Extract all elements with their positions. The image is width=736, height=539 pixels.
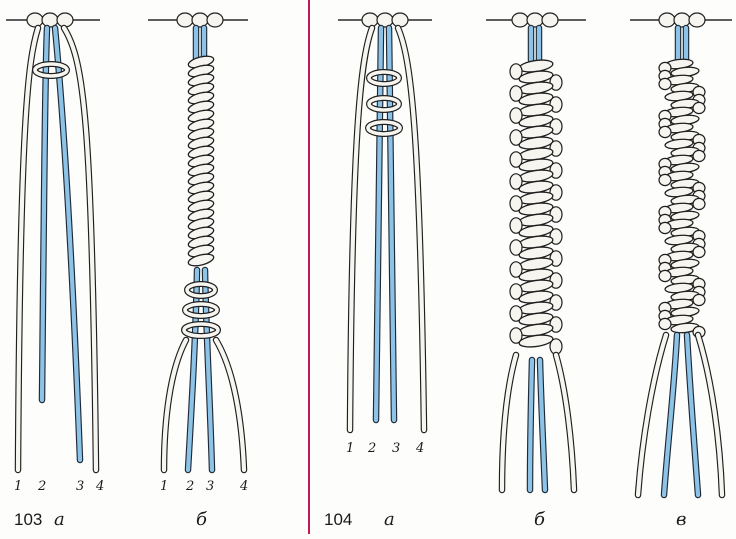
knot-segment [658, 218, 694, 235]
alternating-sinnet [658, 58, 706, 339]
knot-segment [658, 58, 694, 75]
knot-segment [509, 301, 554, 322]
figure-number-103: 103 [14, 510, 42, 529]
cord-number-4: 4 [95, 479, 104, 494]
cord-numbers: 1 2 3 4 [346, 441, 424, 456]
cord-number-2: 2 [367, 441, 376, 456]
knot-segment [658, 306, 700, 323]
knot-segment [509, 235, 554, 256]
knot-segment [658, 154, 694, 171]
panel-letter-b: б [196, 509, 208, 530]
knot-segment [509, 147, 554, 168]
cord-number-2: 2 [185, 479, 194, 494]
knot-segment [518, 334, 563, 355]
knot-segment [658, 162, 700, 179]
knot-segment [509, 103, 554, 124]
cord-number-2: 2 [37, 479, 46, 494]
mounting-knots [658, 12, 706, 28]
panel-letter-b: б [534, 509, 546, 530]
knot-segment [509, 59, 554, 80]
figure-103-panel-a: 1 2 3 4 [6, 12, 104, 494]
figure-104-panel-c [630, 12, 732, 499]
mounting-knots [176, 12, 224, 28]
cord-number-3: 3 [392, 441, 400, 456]
knot-segment [518, 158, 563, 179]
knot-segment [509, 323, 554, 344]
figure-number-104: 104 [324, 510, 352, 529]
cord-number-1: 1 [160, 479, 168, 494]
panel-letter-a: а [384, 509, 395, 530]
cord-numbers: 1 2 3 4 [160, 479, 248, 494]
working-cord-4 [212, 336, 248, 474]
mounting-knots [361, 12, 409, 28]
working-cord-1 [634, 331, 670, 499]
knot-segment [187, 253, 215, 267]
knot-segment [509, 257, 554, 278]
cord-numbers: 1 2 3 4 [14, 479, 104, 494]
knot-segment [658, 122, 694, 139]
mounting-knots [511, 12, 559, 28]
spiral-sinnet [187, 55, 215, 267]
panel-letter-c: в [676, 509, 686, 530]
knot-segment [658, 170, 694, 187]
cord-number-3: 3 [76, 479, 84, 494]
cord-number-4: 4 [239, 479, 248, 494]
knot-segment [658, 250, 694, 267]
flat-sinnet [509, 59, 563, 355]
knot-segment [658, 266, 694, 283]
cord-number-3: 3 [206, 479, 214, 494]
knot-segment [509, 125, 554, 146]
figure-104-panel-b [486, 12, 586, 494]
working-cord-4 [694, 331, 726, 499]
cord-number-1: 1 [346, 441, 354, 456]
knot-segment [509, 169, 554, 190]
figure-103-panel-b: 1 2 3 4 [148, 12, 248, 494]
knot-segment [670, 194, 706, 211]
cord-number-1: 1 [14, 479, 22, 494]
knot-segment [509, 191, 554, 212]
panel-letter-a: а [54, 509, 65, 530]
knot-segment [509, 279, 554, 300]
figure-104-panel-a: 1 2 3 4 [338, 12, 432, 456]
mounting-knots [26, 12, 74, 28]
cord-number-4: 4 [415, 441, 424, 456]
